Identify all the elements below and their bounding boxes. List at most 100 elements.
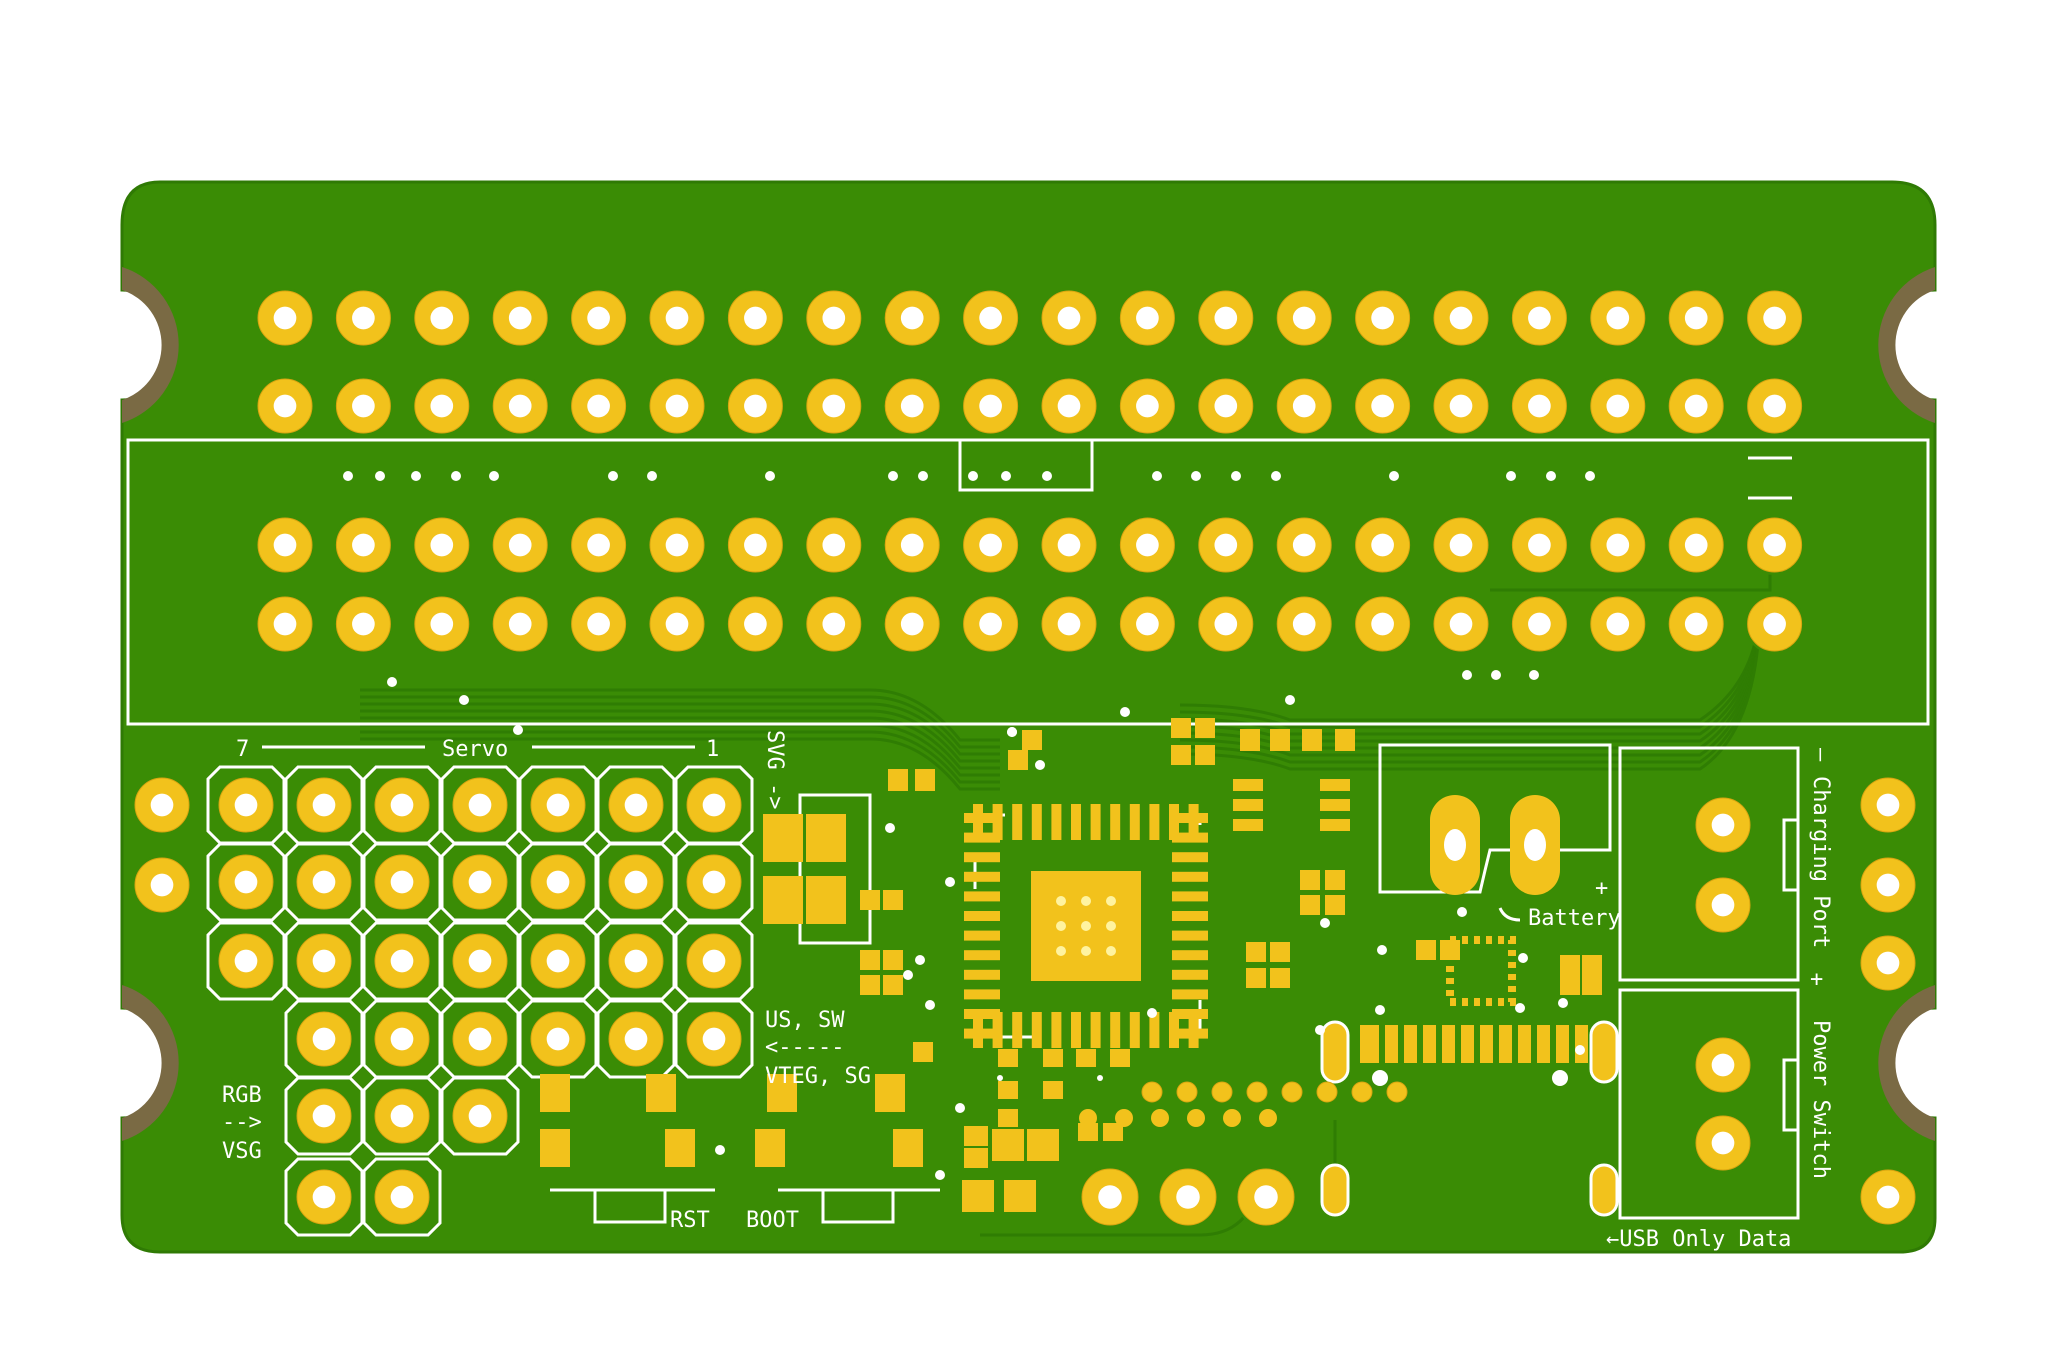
header-pad-r2-c9-drill	[900, 394, 924, 418]
battery-plus-label: +	[1595, 876, 1608, 901]
header-pad-r3-c10	[960, 515, 1021, 575]
jst-pad-2-drill	[1711, 893, 1735, 917]
header-pad-r2-c5-drill	[587, 394, 610, 418]
header-pad-r4-c6	[647, 594, 707, 654]
servo-pad-r3-c6	[606, 931, 666, 991]
esp32-pin-left-4	[964, 871, 1000, 882]
via-34	[903, 970, 913, 980]
via-11	[968, 471, 978, 481]
smd-pad-52	[540, 1129, 570, 1167]
esp32-pin-top-6	[1071, 804, 1081, 840]
header-pad-r4-c3-drill	[430, 612, 454, 636]
via-33	[1147, 1008, 1157, 1018]
smd-pad-23	[1233, 819, 1263, 831]
esp32-pin-left-6	[964, 911, 1000, 921]
servo-pad-r6-c1-drill	[312, 1185, 336, 1209]
header-pad-r4-c1-drill	[273, 612, 297, 636]
servo-pad-r3-c5-drill	[546, 949, 570, 973]
esp32-pin-right-4	[1172, 871, 1208, 882]
header-pad-r3-c2	[333, 515, 394, 575]
cutout-bevel-left-top	[122, 267, 179, 423]
esp32-pin-right-3	[1172, 852, 1208, 863]
esp32-thermal-via-0-0	[1056, 896, 1066, 906]
header-pad-r1-c16	[1431, 288, 1491, 348]
esp32-pin-right-6	[1172, 911, 1208, 921]
via-35	[1320, 918, 1330, 928]
esp32-pin-bottom-10	[1149, 1012, 1160, 1048]
header-pad-r3-c20-drill	[1763, 533, 1786, 557]
esp32-pin-top-4	[1031, 804, 1042, 840]
servo-pad-r4-c1	[294, 1009, 354, 1069]
via-50	[1575, 1045, 1585, 1055]
trace-bus-a-3	[360, 702, 1000, 756]
servo-pad-r1-c3	[372, 775, 432, 835]
servo-outline-r3-c7	[674, 921, 754, 1001]
servo-pad-r1-c6-drill	[624, 793, 648, 817]
esp32-pin-top-11	[1169, 804, 1179, 840]
via-41	[1515, 1003, 1525, 1013]
header-pad-r4-c18-drill	[1606, 612, 1630, 636]
bottom-pad-1-drill	[1098, 1185, 1122, 1209]
esp32-pin-top-2	[992, 804, 1003, 840]
usb-pin-3	[1404, 1025, 1417, 1063]
esp32-pin-top-5	[1051, 804, 1062, 840]
header-pad-r4-c9-drill	[900, 612, 924, 636]
esp32-pin-top-12	[1188, 804, 1199, 840]
servo-pad-r3-c5	[528, 931, 588, 991]
via-43	[945, 877, 955, 887]
header-pad-r2-c11-drill	[1057, 394, 1081, 418]
esp32-pin-left-12	[964, 1028, 1000, 1039]
servo-pad-r1-c1	[216, 775, 276, 835]
servo-pad-r4-c2	[372, 1009, 432, 1069]
esp32-thermal-via-1-0	[1056, 921, 1066, 931]
servo-outline-r5-c2	[362, 1076, 442, 1156]
header-pad-r4-c17	[1509, 594, 1570, 654]
test-point-b-1	[1079, 1109, 1097, 1127]
esp32-pin-top-8	[1110, 804, 1121, 840]
smd-pad-20	[1335, 729, 1355, 751]
header-pad-r3-c17-drill	[1528, 533, 1551, 557]
usb-pin-10	[1537, 1025, 1550, 1063]
smd-pad-1	[763, 814, 803, 862]
smd-pad-28	[1325, 870, 1345, 890]
servo-pad-r5-c2	[372, 1086, 432, 1146]
header-pad-r2-c12-drill	[1136, 394, 1159, 418]
via-26	[1120, 707, 1130, 717]
header-pad-r4-c8	[803, 594, 864, 654]
header-pad-r4-c1	[255, 594, 315, 654]
usb-pin-2	[1385, 1025, 1398, 1063]
battery-pad-2	[1510, 795, 1560, 895]
esp32-pin-top-10	[1149, 804, 1160, 840]
svg-vertical-label: SVG ->	[762, 730, 787, 809]
esp32-pin-bottom-5	[1051, 1012, 1062, 1048]
smd-pad-19	[1302, 729, 1322, 751]
usb-pin-11	[1556, 1025, 1569, 1063]
esp32-pin-left-9	[964, 969, 1000, 980]
servo-pad-r2-c4-drill	[468, 870, 492, 894]
via-28	[1462, 670, 1472, 680]
via-49	[1315, 1025, 1325, 1035]
via-27	[1285, 695, 1295, 705]
esp32-thermal-via-0-1	[1081, 896, 1091, 906]
usb-pin-edge-left	[1360, 1025, 1374, 1063]
header-pad-r3-c7	[725, 515, 786, 575]
smd-pad-10	[883, 975, 903, 995]
servo-outline-r2-c5	[518, 842, 598, 922]
bottom-pad-3	[1235, 1166, 1297, 1228]
header-pad-r1-c5	[568, 288, 629, 348]
silkscreen-labels: 7 Servo 1 SVG -> US, SW <----- VTEG, SG …	[222, 730, 1833, 1252]
smd-pad-34	[1270, 968, 1290, 988]
header-pad-r3-c9-drill	[900, 533, 924, 557]
smd-pad-13	[1171, 718, 1191, 738]
header-pad-r2-c17	[1509, 376, 1570, 436]
smd-pad-5	[860, 890, 880, 910]
servo-outline-r2-c6	[596, 842, 676, 922]
via-18	[1389, 471, 1399, 481]
usb-peg-hole-2	[1552, 1070, 1568, 1086]
header-pad-r3-c6-drill	[665, 533, 689, 557]
battery-pad-drill-2	[1524, 829, 1546, 861]
header-pad-r4-c20	[1744, 594, 1805, 654]
servo-outline-r5-c3	[440, 1076, 520, 1156]
header-pad-r3-c10-drill	[979, 533, 1002, 557]
via-14	[1152, 471, 1162, 481]
